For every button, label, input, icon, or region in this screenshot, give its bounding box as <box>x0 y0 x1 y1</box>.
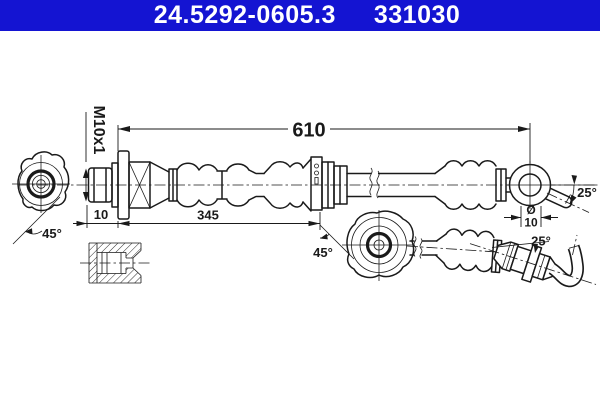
dimension-banjo-bore: Ø 10 <box>504 203 558 230</box>
grommet-collar <box>490 239 503 274</box>
stamp-dot <box>314 163 319 169</box>
arrowhead <box>518 126 530 132</box>
total-length-label: 610 <box>292 120 325 142</box>
bracket-cone <box>302 158 312 212</box>
arrowhead <box>541 214 551 221</box>
banjo-fitting <box>507 161 597 213</box>
hose-break-symbol <box>369 167 380 200</box>
arrowhead <box>118 220 130 227</box>
bore-circle <box>373 239 385 251</box>
arrowhead <box>308 220 320 227</box>
arrowhead-down <box>82 192 90 202</box>
thread-ring <box>365 231 393 259</box>
dimension-stub-angle: 25° <box>569 175 597 205</box>
reference-number: 331030 <box>373 1 461 29</box>
hook-end-cap <box>568 245 579 249</box>
bracket-outline <box>346 210 415 279</box>
grommet-bulges-top <box>176 162 218 171</box>
hose-body <box>176 161 436 209</box>
break-squiggle <box>419 238 423 259</box>
thread-ring <box>26 169 56 199</box>
ring-inner-edge <box>32 174 51 193</box>
end-bend-angle-label: 25° <box>531 234 551 249</box>
left-fitting-end-view: 45° <box>12 151 70 245</box>
arrowhead-up <box>82 168 90 178</box>
stub-axis-centerline <box>546 192 590 213</box>
break-squiggle <box>369 167 373 196</box>
bore-circle <box>36 179 46 189</box>
grommet-bulges-bottom <box>176 199 218 208</box>
mid-circle <box>359 225 399 265</box>
dimension-bracket-angle: 45° <box>313 224 355 260</box>
angle-arrowhead <box>320 233 328 240</box>
hose-end-rotated-view: 25° <box>406 228 597 288</box>
angle-arrowhead <box>24 228 33 235</box>
diameter-symbol: Ø <box>526 203 535 217</box>
stamp-dot <box>314 170 319 176</box>
fitting-axis-centerline <box>469 243 597 285</box>
angle-arrowhead <box>533 245 539 253</box>
grommet-axis-centerline <box>406 245 498 253</box>
grommet-bulges-top <box>444 160 497 167</box>
grommet-bulge <box>226 163 250 207</box>
grommet-flare <box>434 233 447 264</box>
arrowhead <box>76 220 87 227</box>
break-squiggle <box>376 170 380 199</box>
dimension-thread: M10x1 <box>82 106 107 202</box>
stamp-bar <box>314 177 319 185</box>
bracket-angle-label: 45° <box>313 245 333 260</box>
flange-stamp-marks <box>314 163 319 185</box>
crimp-cone <box>149 161 170 209</box>
outer-circle <box>351 217 407 273</box>
bracket-flange <box>310 156 323 211</box>
angle-arc <box>569 184 575 204</box>
angle-arrowhead-up <box>571 175 577 185</box>
angle-datum-line <box>491 241 550 248</box>
dimension-610: 610 <box>117 120 531 163</box>
left-fitting-angle-label: 45° <box>42 226 62 241</box>
dimension-10-345: 10 345 <box>73 205 321 230</box>
arrowhead <box>118 126 130 132</box>
hook-tip-centerline <box>572 234 578 256</box>
grommet-bulges-top <box>445 228 495 239</box>
end-grommet <box>434 228 503 274</box>
hook-tube-fill <box>549 245 583 286</box>
break-gap <box>414 237 422 259</box>
outer-circle <box>19 162 63 206</box>
thread-spec-label: M10x1 <box>90 106 107 155</box>
grommet-bulges-bottom <box>443 262 493 273</box>
middle-bracket-fitting <box>302 156 348 212</box>
bracket-end-view <box>342 210 417 281</box>
section-hatching <box>89 243 141 283</box>
arrowhead <box>511 214 521 221</box>
part-number: 24.5292-0605.3 <box>153 1 336 29</box>
grommet-flare <box>434 165 446 205</box>
technical-drawing: 45° <box>12 106 598 288</box>
grommet-bulges-bottom <box>444 203 497 210</box>
hose-straight-long <box>346 172 436 198</box>
title-bar: 24.5292-0605.3 331030 <box>0 0 600 31</box>
angle-arrowhead-down <box>569 194 577 205</box>
grommet-bulges <box>263 161 304 209</box>
hose-straight <box>248 169 265 201</box>
thread-length-label: 10 <box>94 207 108 222</box>
stub-angle-label: 25° <box>577 185 597 200</box>
angle-leader-line <box>12 196 61 245</box>
nut-to-bracket-label: 345 <box>197 208 219 223</box>
break-gap <box>371 167 378 200</box>
socket-section-view <box>80 242 150 284</box>
flange-outline <box>17 151 70 212</box>
bore-diameter-label: 10 <box>524 216 538 230</box>
